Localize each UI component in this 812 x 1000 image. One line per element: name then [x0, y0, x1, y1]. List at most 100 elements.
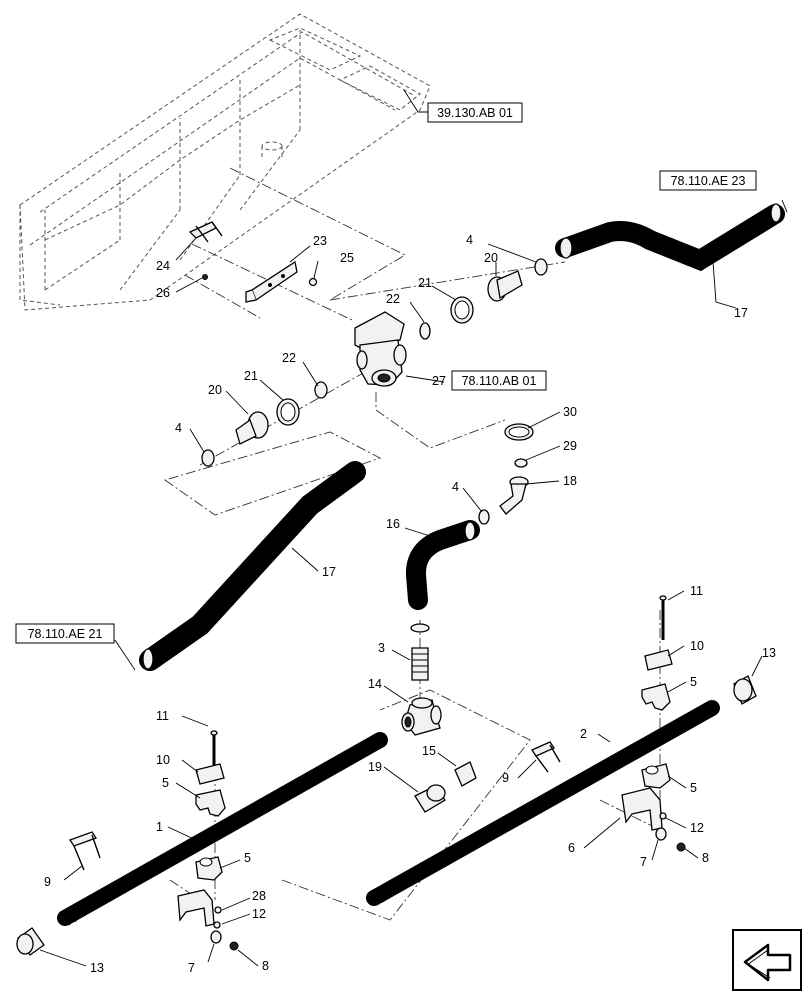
washer-12-left[interactable] — [213, 921, 221, 929]
valve-body-27[interactable] — [354, 311, 407, 387]
callout-4-top: 4 — [466, 233, 473, 247]
clamp-5-left-bottom[interactable] — [195, 856, 223, 881]
clamp-21-upper[interactable] — [450, 296, 474, 324]
callout-11-left: 11 — [156, 709, 169, 723]
callout-5-left-top: 5 — [162, 776, 169, 790]
callout-5-right-top: 5 — [690, 675, 697, 689]
callout-11-right: 11 — [690, 584, 703, 598]
callout-14: 14 — [368, 677, 382, 691]
bracket-6-right[interactable] — [621, 787, 663, 831]
clamp-30[interactable] — [504, 423, 534, 441]
callout-8-left: 8 — [262, 959, 269, 973]
callout-24: 24 — [156, 259, 170, 273]
assembly-centerlines — [163, 167, 661, 921]
nut-25[interactable] — [308, 277, 318, 287]
callout-2: 2 — [580, 727, 587, 741]
washer-7-left[interactable] — [210, 930, 222, 944]
callout-7-right: 7 — [640, 855, 647, 869]
hose-right-ref-leader — [781, 199, 788, 213]
callout-16: 16 — [386, 517, 400, 531]
callout-29: 29 — [563, 439, 577, 453]
callout-20-bottom: 20 — [208, 383, 222, 397]
u-bolt-9-left[interactable] — [69, 831, 101, 871]
callout-30: 30 — [563, 405, 577, 419]
boom-ref-box[interactable]: 39.130.AB 01 — [427, 102, 523, 123]
callout-9-left: 9 — [44, 875, 51, 889]
hose-17-left[interactable] — [139, 461, 366, 671]
callout-22-top: 22 — [386, 292, 400, 306]
callout-13-left: 13 — [90, 961, 104, 975]
fitting-20-upper[interactable] — [487, 270, 523, 302]
boom-pipe-1[interactable] — [57, 732, 388, 926]
callout-12-left: 12 — [252, 907, 266, 921]
callout-23: 23 — [313, 234, 327, 248]
callout-28: 28 — [252, 889, 266, 903]
plate-10-right[interactable] — [644, 649, 673, 671]
callout-5-left-bottom: 5 — [244, 851, 251, 865]
fitting-20-lower[interactable] — [235, 411, 269, 445]
clip-4-middle[interactable] — [478, 509, 490, 525]
callout-4-middle: 4 — [452, 480, 459, 494]
end-cap-13-left[interactable] — [16, 927, 45, 956]
end-cap-13-right[interactable] — [733, 675, 757, 705]
nut-8-left[interactable] — [229, 941, 239, 951]
hose-left-ref-box[interactable]: 78.110.AE 21 — [15, 623, 115, 644]
callout-26: 26 — [156, 286, 170, 300]
boom-pipe-2[interactable] — [366, 700, 720, 906]
nut-8-right[interactable] — [676, 842, 686, 852]
callout-8-right: 8 — [702, 851, 709, 865]
boom-ref-label: 39.130.AB 01 — [437, 106, 513, 120]
seal-29[interactable] — [514, 458, 528, 468]
bolt-11-left[interactable] — [210, 730, 218, 765]
callout-22-bottom: 22 — [282, 351, 296, 365]
hose-17-right[interactable] — [555, 203, 785, 272]
seal-22-upper[interactable] — [419, 322, 431, 340]
washer-28[interactable] — [214, 906, 222, 914]
next-page-arrow-icon[interactable] — [732, 929, 802, 991]
callout-6: 6 — [568, 841, 575, 855]
callout-leaders — [39, 237, 763, 967]
plate-10-left[interactable] — [195, 763, 225, 785]
elbow-18[interactable] — [499, 476, 529, 515]
nipple-3[interactable] — [411, 647, 429, 681]
callout-7-left: 7 — [188, 961, 195, 975]
tee-14[interactable] — [401, 697, 442, 736]
hose-right-ref-box[interactable]: 78.110.AE 23 — [659, 170, 757, 191]
bracket-6-left[interactable] — [177, 889, 215, 927]
hose-16[interactable] — [406, 520, 480, 610]
clip-small[interactable] — [410, 623, 430, 633]
u-bolt-9-right[interactable] — [531, 741, 561, 773]
bolt-11-right[interactable] — [659, 595, 667, 640]
callout-21-bottom: 21 — [244, 369, 258, 383]
hose-right-ref-label: 78.110.AE 23 — [671, 174, 746, 188]
clamp-21-lower[interactable] — [276, 398, 300, 426]
callout-20-top: 20 — [484, 251, 498, 265]
clamp-5-right-top[interactable] — [641, 683, 671, 711]
callout-27: 27 — [432, 374, 446, 388]
callout-13-right: 13 — [762, 646, 776, 660]
callout-10-right: 10 — [690, 639, 704, 653]
nut-26[interactable] — [202, 274, 208, 280]
clamp-5-left-top[interactable] — [195, 789, 226, 817]
mounting-bracket[interactable] — [245, 260, 298, 303]
callout-17-right: 17 — [734, 306, 748, 320]
valve-ref-box[interactable]: 78.110.AB 01 — [451, 370, 547, 391]
boom-frame — [19, 13, 431, 311]
callout-5-right-bottom: 5 — [690, 781, 697, 795]
callout-19: 19 — [368, 760, 382, 774]
u-bolt-24[interactable] — [188, 221, 223, 243]
washer-7-right[interactable] — [655, 827, 667, 841]
callout-3: 3 — [378, 641, 385, 655]
clip-4-left[interactable] — [201, 449, 215, 467]
hose-left-ref-leader — [114, 639, 136, 671]
coupler-19[interactable] — [414, 784, 446, 813]
clamp-5-right-bottom[interactable] — [641, 763, 671, 789]
clip-4-upper[interactable] — [534, 258, 548, 276]
boom-ref-leader — [403, 89, 428, 113]
washer-12-right[interactable] — [659, 812, 667, 820]
callouts: 23 25 24 26 4 20 21 22 17 27 22 21 20 4 … — [44, 233, 776, 975]
nipple-15[interactable] — [454, 761, 477, 787]
callout-17-left: 17 — [322, 565, 336, 579]
callout-25: 25 — [340, 251, 354, 265]
callout-4-left: 4 — [175, 421, 182, 435]
